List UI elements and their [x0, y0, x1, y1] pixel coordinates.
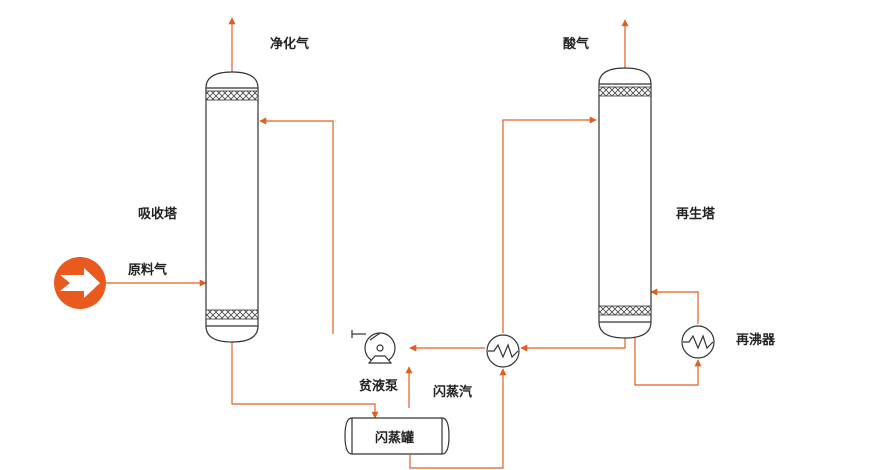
- regenerator-label: 再生塔: [676, 206, 716, 222]
- heat-exchanger-icon: [486, 334, 520, 368]
- regenerator-to-reboiler: [634, 337, 702, 386]
- flash-tank-label: 闪蒸罐: [375, 430, 414, 446]
- exchanger-to-regenerator: [502, 116, 597, 333]
- rich-solvent-to-flash-tank: [231, 340, 379, 419]
- regenerator-column: [598, 67, 652, 339]
- regenerator-packing-bottom: [598, 305, 652, 316]
- absorber-column: [205, 71, 259, 343]
- lean-pump-icon: [351, 330, 396, 364]
- regenerator-bottoms-to-exchanger: [520, 337, 626, 352]
- absorber-packing-top: [205, 90, 259, 101]
- flash-steam-label: 闪蒸汽: [433, 384, 472, 400]
- absorber-packing-bottom: [205, 309, 259, 320]
- reboiler-to-regenerator: [650, 288, 699, 324]
- pump-to-absorber: [259, 117, 334, 334]
- flash-tank-to-exchanger: [409, 368, 507, 469]
- flash-tank: [344, 417, 450, 455]
- reboiler-label: 再沸器: [736, 332, 776, 348]
- clean-gas-label: 净化气: [270, 36, 309, 52]
- feed-gas-source-icon: [54, 257, 106, 309]
- reboiler-icon: [681, 325, 715, 359]
- lean-pump-label: 贫液泵: [359, 378, 398, 394]
- absorber-label: 吸收塔: [138, 206, 178, 222]
- regenerator-packing-top: [598, 86, 652, 97]
- feed-gas-label: 原料气: [128, 262, 167, 278]
- acid-gas-label: 酸气: [563, 36, 589, 52]
